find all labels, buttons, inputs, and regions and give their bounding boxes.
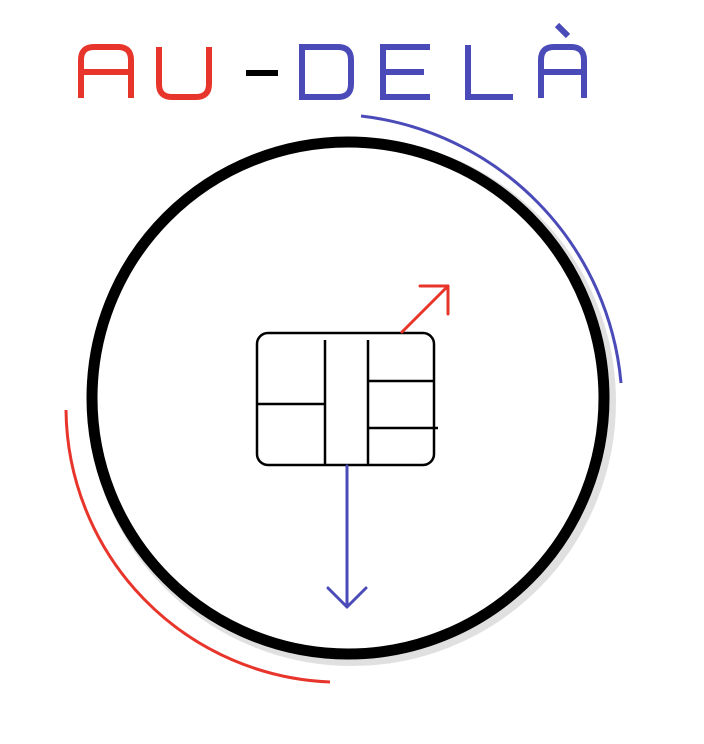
wordmark-letter-l <box>465 45 513 100</box>
sim-chip-icon <box>255 331 438 467</box>
arrow-up-right-icon <box>400 284 450 334</box>
wordmark-letter-a-grave <box>538 44 587 98</box>
red-outer-arc <box>64 409 331 684</box>
arrow-down-icon <box>326 464 368 609</box>
main-circle <box>86 136 610 660</box>
blue-outer-arc <box>360 114 623 384</box>
wordmark-letter-u <box>156 47 212 100</box>
wordmark-letter-e <box>380 44 430 100</box>
wordmark-letter-d <box>299 44 354 100</box>
wordmark-grave-accent <box>554 22 571 39</box>
wordmark <box>78 22 587 100</box>
wordmark-letter-a <box>78 44 134 98</box>
